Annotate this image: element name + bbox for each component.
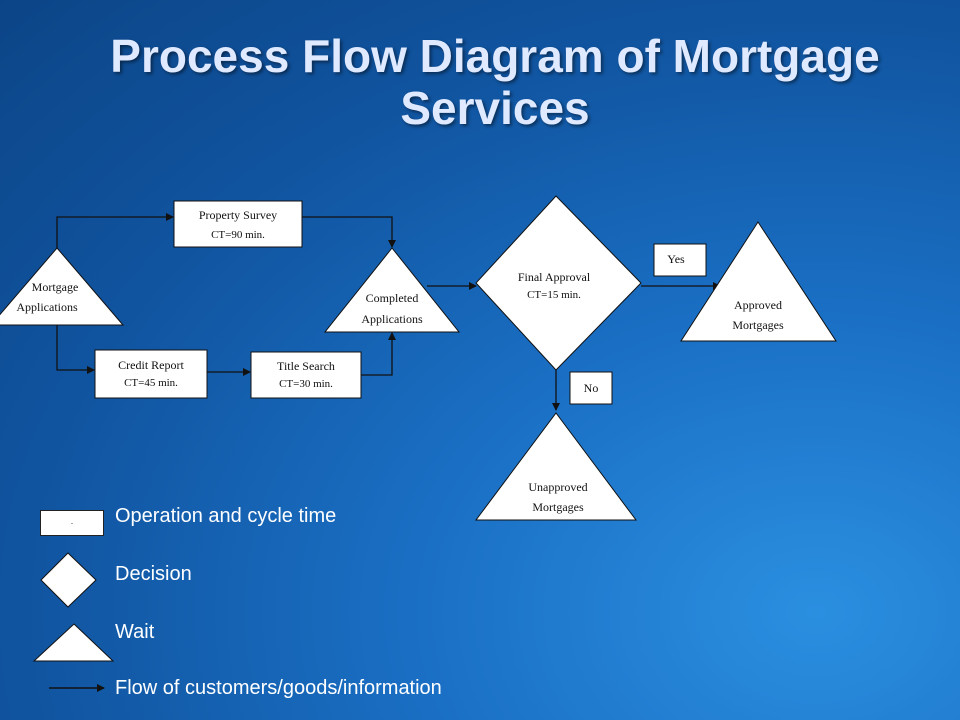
node-completed-applications: Completed Applications — [323, 247, 461, 333]
node-title-search-name: Title Search — [277, 359, 335, 373]
node-mortgage-applications-line1: Mortgage — [32, 280, 79, 294]
legend-wait-triangle — [32, 623, 115, 662]
node-title-search: Title Search CT=30 min. — [250, 351, 362, 399]
node-mortgage-applications: Mortgage Applications — [0, 247, 125, 326]
no-label: No — [584, 381, 599, 395]
node-approved-mortgages: Approved Mortgages — [680, 221, 837, 342]
node-approved-mortgages-line2: Mortgages — [732, 318, 784, 332]
legend-flow-label: Flow of customers/goods/information — [115, 677, 442, 699]
legend-operation-label: Operation and cycle time — [115, 505, 337, 527]
node-unapproved-mortgages-line2: Mortgages — [532, 500, 584, 514]
flow-arrow-survey-to-completed — [302, 216, 396, 248]
node-property-survey: Property Survey CT=90 min. — [173, 200, 303, 248]
node-completed-applications-line2: Applications — [361, 312, 423, 326]
no-label-box: No — [569, 371, 613, 405]
legend-operation-box: . — [40, 510, 104, 536]
flow-arrow-applications-to-survey — [56, 213, 174, 250]
node-mortgage-applications-line2: Applications — [16, 300, 78, 314]
flow-arrow-title-to-completed — [361, 332, 396, 376]
yes-label: Yes — [667, 252, 685, 266]
legend-wait-label: Wait — [115, 621, 155, 643]
node-property-survey-name: Property Survey — [199, 208, 277, 222]
node-final-approval-cycle-time: CT=15 min. — [527, 289, 581, 301]
node-credit-report: Credit Report CT=45 min. — [94, 349, 208, 399]
node-final-approval: Final Approval CT=15 min. — [475, 195, 642, 371]
legend-decision-diamond — [40, 552, 97, 608]
legend-shapes — [32, 552, 115, 692]
yes-label-box: Yes — [653, 243, 707, 277]
connectors — [56, 213, 721, 411]
node-approved-mortgages-line1: Approved — [734, 298, 782, 312]
node-title-search-cycle-time: CT=30 min. — [279, 378, 333, 390]
node-property-survey-cycle-time: CT=90 min. — [211, 229, 265, 241]
slide-title: Process Flow Diagram of Mortgage Service… — [110, 30, 880, 134]
flow-arrow-applications-to-credit — [56, 325, 95, 374]
node-credit-report-cycle-time: CT=45 min. — [124, 377, 178, 389]
node-completed-applications-line1: Completed — [366, 291, 419, 305]
node-final-approval-name: Final Approval — [518, 270, 591, 284]
legend-decision-label: Decision — [115, 563, 192, 585]
node-unapproved-mortgages-line1: Unapproved — [528, 480, 587, 494]
node-unapproved-mortgages: Unapproved Mortgages — [475, 412, 637, 521]
node-credit-report-name: Credit Report — [118, 358, 184, 372]
